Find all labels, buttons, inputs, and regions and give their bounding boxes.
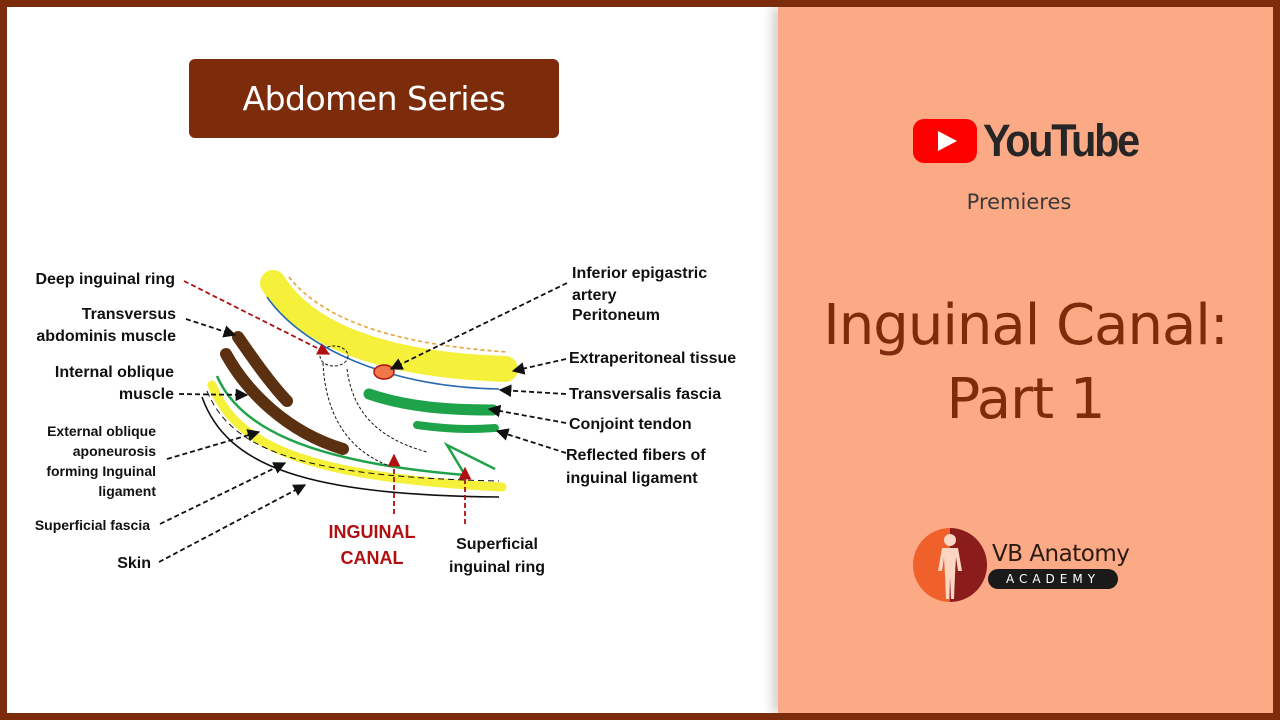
label-reflected-fibers-line2: inguinal ligament xyxy=(566,470,698,487)
label-reflected-fibers-line1: Reflected fibers of xyxy=(566,447,706,464)
skin-line xyxy=(201,396,500,498)
reflected-arrow xyxy=(495,428,567,454)
label-external-oblique-line4: ligament xyxy=(98,483,156,499)
label-extraperitoneal-tissue: Extraperitoneal tissue xyxy=(569,350,736,367)
superficial-fascia-line xyxy=(206,390,500,482)
youtube-wordmark: YouTube xyxy=(983,115,1140,166)
brand-name: VB Anatomy xyxy=(992,541,1130,567)
canal-path-upper xyxy=(322,362,388,466)
external-oblique-arrow xyxy=(166,429,261,460)
transversus-abdominis-muscle xyxy=(232,331,293,407)
skin-arrow xyxy=(158,484,307,563)
deep-inguinal-ring-outline xyxy=(319,345,349,367)
label-peritoneum: Peritoneum xyxy=(572,307,660,324)
brand-logo: VB Anatomy ACADEMY xyxy=(912,527,1142,605)
inferior-epigastric-artery xyxy=(373,364,395,380)
internal-oblique-muscle xyxy=(220,348,349,455)
page-title: Inguinal Canal: Part 1 xyxy=(778,289,1273,437)
label-internal-oblique-line1: Internal oblique xyxy=(55,364,174,381)
label-external-oblique-line1: External oblique xyxy=(47,423,156,439)
human-figure-icon xyxy=(913,528,987,602)
label-skin: Skin xyxy=(117,555,151,572)
conjoint-arrow xyxy=(487,404,567,424)
label-inferior-epigastric-line1: Inferior epigastric xyxy=(572,265,707,282)
transversalis-fascia-line xyxy=(266,296,500,390)
label-inguinal-canal-line2: CANAL xyxy=(341,548,404,568)
title-panel xyxy=(778,7,1273,713)
label-transversalis-fascia: Transversalis fascia xyxy=(569,386,721,403)
label-superficial-ring-line2: inguinal ring xyxy=(449,559,545,576)
brand-tagline: ACADEMY xyxy=(988,569,1118,589)
superficial-fascia-arrow xyxy=(159,462,287,525)
diagram-panel: Abdomen Series xyxy=(7,7,778,713)
label-conjoint-tendon: Conjoint tendon xyxy=(569,416,692,433)
label-superficial-ring-line1: Superficial xyxy=(456,536,538,553)
transversus-arrow xyxy=(185,318,237,338)
inferior-epigastric-arrow xyxy=(389,282,568,370)
title-line-1: Inguinal Canal: xyxy=(823,293,1228,358)
conjoint-tendon-band xyxy=(363,388,499,416)
transversalis-arrow xyxy=(498,384,567,397)
label-superficial-fascia: Superficial fascia xyxy=(35,517,150,533)
label-external-oblique-line2: aponeurosis xyxy=(73,443,156,459)
inguinal-ligament-band xyxy=(207,380,507,492)
label-transversus-line2: abdominis muscle xyxy=(36,328,176,345)
inguinal-canal-diagram: Deep inguinal ring Transversus abdominis… xyxy=(35,265,736,576)
internal-oblique-arrow xyxy=(178,388,249,402)
title-line-2: Part 1 xyxy=(946,367,1106,432)
reflected-fibers-band xyxy=(413,421,499,433)
premieres-label: Premieres xyxy=(966,190,1072,214)
label-inferior-epigastric-line2: artery xyxy=(572,287,617,304)
label-internal-oblique-line2: muscle xyxy=(119,386,174,403)
external-oblique-aponeurosis xyxy=(215,375,496,477)
deep-ring-arrow xyxy=(183,280,331,355)
series-badge: Abdomen Series xyxy=(189,59,559,138)
label-transversus-line1: Transversus xyxy=(82,306,176,323)
peritoneum-line xyxy=(288,276,508,353)
label-inguinal-canal-line1: INGUINAL xyxy=(329,522,416,542)
extraperitoneal-tissue-band xyxy=(260,270,518,382)
canal-path-lower xyxy=(346,368,428,453)
label-external-oblique-line3: forming Inguinal xyxy=(46,463,156,479)
extraperitoneal-arrow xyxy=(511,358,567,375)
youtube-logo: YouTube xyxy=(913,115,1140,169)
youtube-play-icon xyxy=(913,119,977,163)
label-deep-inguinal-ring: Deep inguinal ring xyxy=(35,271,175,288)
